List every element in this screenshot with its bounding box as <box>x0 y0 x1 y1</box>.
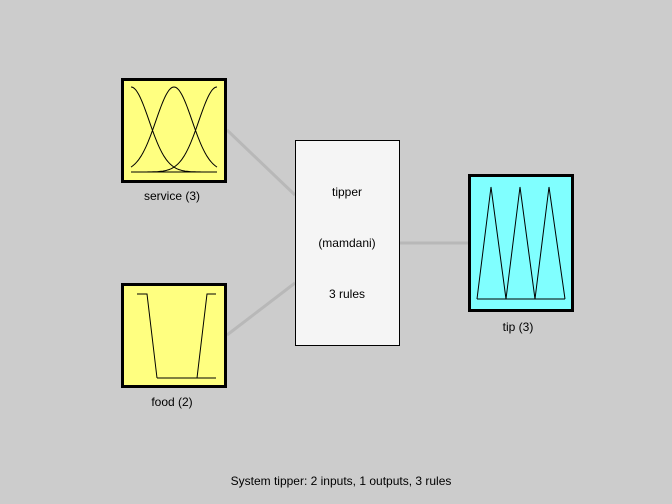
system-name: tipper <box>332 185 362 199</box>
system-rules: 3 rules <box>329 287 365 301</box>
input-service-block[interactable] <box>121 78 227 183</box>
connector-service-system <box>225 128 297 197</box>
system-block[interactable]: tipper (mamdani) 3 rules <box>295 140 400 346</box>
status-text: System tipper: 2 inputs, 1 outputs, 3 ru… <box>231 474 452 488</box>
input-food-block[interactable] <box>121 283 227 388</box>
food-label: food (2) <box>151 395 192 409</box>
service-label: service (3) <box>144 189 200 203</box>
tip-label: tip (3) <box>503 320 534 334</box>
tip-membership-functions <box>476 186 566 300</box>
food-membership-functions <box>137 293 216 379</box>
connector-food-system <box>226 281 296 337</box>
system-type: (mamdani) <box>318 236 375 250</box>
output-tip-block[interactable] <box>468 174 574 312</box>
